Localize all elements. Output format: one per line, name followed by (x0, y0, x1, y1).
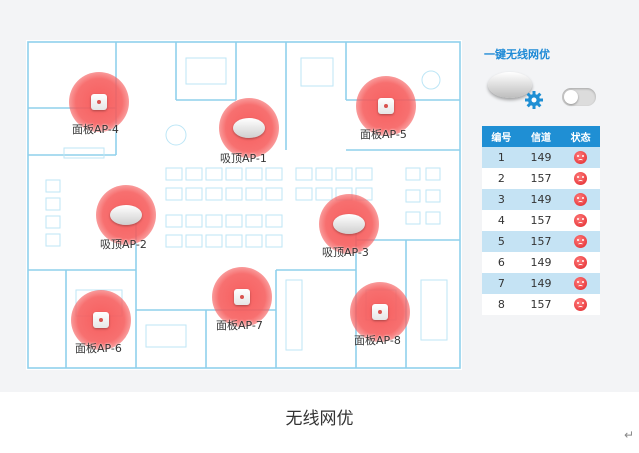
sad-face-icon (574, 277, 588, 291)
sad-face-icon (574, 151, 588, 165)
panel-ap-device-icon (91, 94, 107, 110)
ap-signal-panel-ap-4[interactable] (69, 72, 129, 132)
panel-ap-device-icon (372, 304, 388, 320)
table-row: 5 157 (482, 231, 600, 252)
row-channel: 157 (520, 168, 562, 189)
ap-label: 面板AP-5 (360, 128, 407, 141)
column-header-status: 状态 (561, 126, 600, 147)
ceiling-ap-device-image (488, 72, 532, 98)
panel-ap-device-icon (378, 98, 394, 114)
ap-signal-panel-ap-8[interactable] (350, 282, 410, 342)
row-channel: 157 (520, 231, 562, 252)
floor-plan: 面板AP-4 吸顶AP-1 面板AP-5 吸顶AP-2 吸顶AP-3 面板AP-… (26, 40, 462, 370)
row-channel: 157 (520, 294, 562, 315)
toggle-knob (564, 90, 578, 104)
ap-label: 面板AP-7 (216, 319, 263, 332)
table-row: 3 149 (482, 189, 600, 210)
ap-label: 吸顶AP-2 (100, 238, 147, 251)
ap-signal-ceiling-ap-3[interactable] (319, 194, 379, 254)
column-header-id: 编号 (482, 126, 521, 147)
caption: 无线网优 (285, 409, 354, 429)
table-row: 7 149 (482, 273, 600, 294)
ceiling-ap-device-icon (333, 214, 365, 234)
sad-face-icon (574, 214, 588, 228)
ap-label: 面板AP-6 (75, 342, 122, 355)
row-id: 8 (482, 294, 521, 315)
sad-face-icon (574, 298, 588, 312)
ap-signal-ceiling-ap-2[interactable] (96, 185, 156, 245)
optimize-toggle[interactable] (562, 88, 596, 106)
sad-face-icon (574, 193, 588, 207)
table-row: 1 149 (482, 147, 600, 168)
row-id: 2 (482, 168, 521, 189)
row-channel: 149 (520, 273, 562, 294)
row-id: 1 (482, 147, 521, 168)
table-row: 6 149 (482, 252, 600, 273)
sad-face-icon (574, 235, 588, 249)
ap-signal-panel-ap-5[interactable] (356, 76, 416, 136)
optimization-screen: 面板AP-4 吸顶AP-1 面板AP-5 吸顶AP-2 吸顶AP-3 面板AP-… (0, 0, 639, 392)
ap-label: 面板AP-4 (72, 123, 119, 136)
panel-title: 一键无线网优 (484, 48, 550, 61)
panel-ap-device-icon (93, 312, 109, 328)
row-id: 4 (482, 210, 521, 231)
table-row: 2 157 (482, 168, 600, 189)
sad-face-icon (574, 256, 588, 270)
row-id: 3 (482, 189, 521, 210)
table-row: 4 157 (482, 210, 600, 231)
row-channel: 157 (520, 210, 562, 231)
ap-label: 面板AP-8 (354, 334, 401, 347)
ap-label: 吸顶AP-1 (220, 152, 267, 165)
ap-status-table: 编号 信道 状态 1 149 2 157 3 149 (482, 126, 600, 315)
gear-icon[interactable] (524, 90, 544, 110)
ap-label: 吸顶AP-3 (322, 246, 369, 259)
row-channel: 149 (520, 147, 562, 168)
row-id: 5 (482, 231, 521, 252)
row-channel: 149 (520, 252, 562, 273)
table-header-row: 编号 信道 状态 (482, 126, 600, 147)
row-id: 7 (482, 273, 521, 294)
table-row: 8 157 (482, 294, 600, 315)
ap-signal-panel-ap-6[interactable] (71, 290, 131, 350)
return-mark-icon: ↵ (624, 428, 635, 442)
ceiling-ap-device-icon (233, 118, 265, 138)
ap-signal-panel-ap-7[interactable] (212, 267, 272, 327)
ap-signal-ceiling-ap-1[interactable] (219, 98, 279, 158)
column-header-channel: 信道 (520, 126, 562, 147)
panel-ap-device-icon (234, 289, 250, 305)
ceiling-ap-device-icon (110, 205, 142, 225)
sad-face-icon (574, 172, 588, 186)
row-id: 6 (482, 252, 521, 273)
row-channel: 149 (520, 189, 562, 210)
